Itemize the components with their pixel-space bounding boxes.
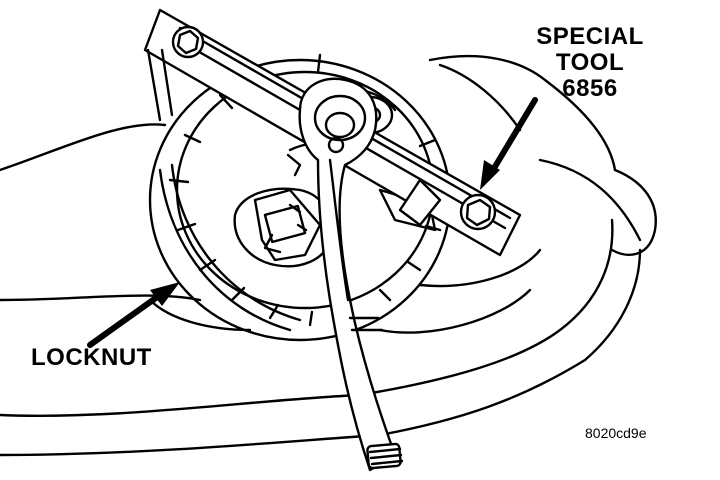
figure-code: 8020cd9e [585,425,647,441]
ratchet-wrench [298,77,404,472]
electrical-connector [233,187,333,268]
special-tool-label-line3: 6856 [562,75,618,102]
locknut-arrow [87,282,180,348]
special-tool-label-line2: TOOL [555,49,625,76]
special-tool-arrow [480,97,538,190]
special-tool-label-line1: SPECIAL [536,23,644,50]
locknut-label: LOCKNUT [31,344,152,371]
fuel-tank-body [0,54,657,457]
special-tool-label: SPECIAL TOOL 6856 [528,24,652,102]
